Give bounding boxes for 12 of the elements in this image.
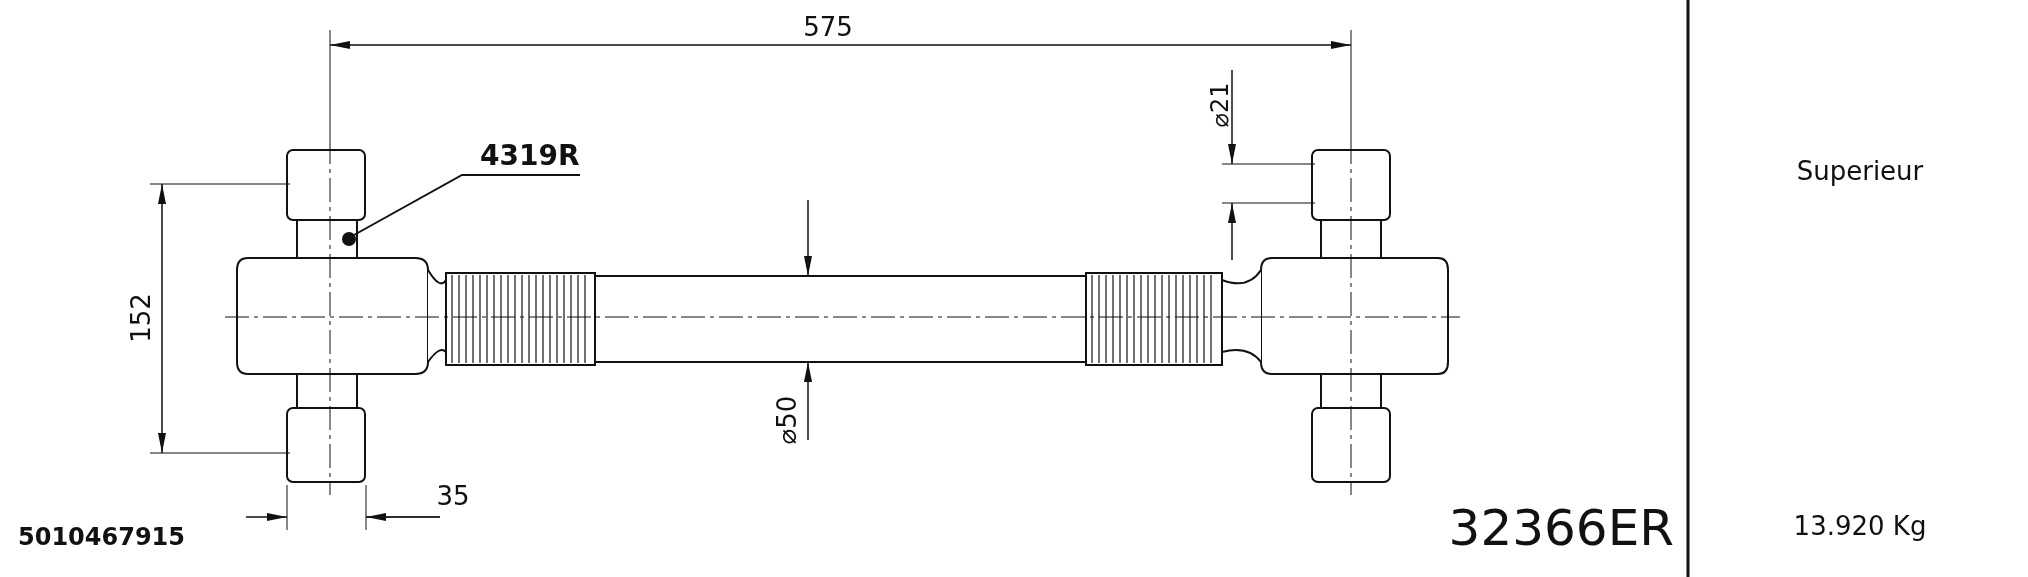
part-marking: 4319R — [480, 139, 580, 172]
dimension-text: 152 — [126, 293, 156, 343]
weight-text: 13.920 Kg — [1793, 511, 1927, 541]
part-number: 5010467915 — [18, 523, 185, 551]
dimension-text: 575 — [803, 12, 853, 42]
leader-line — [353, 174, 581, 236]
position-text: Superieur — [1796, 156, 1924, 186]
dimension-text: 35 — [436, 481, 470, 511]
marking-dot — [342, 232, 356, 246]
dimension-text: ⌀21 — [1206, 82, 1234, 128]
dimension-text: ⌀50 — [772, 395, 802, 445]
part-number: 32366ER — [1448, 499, 1674, 557]
